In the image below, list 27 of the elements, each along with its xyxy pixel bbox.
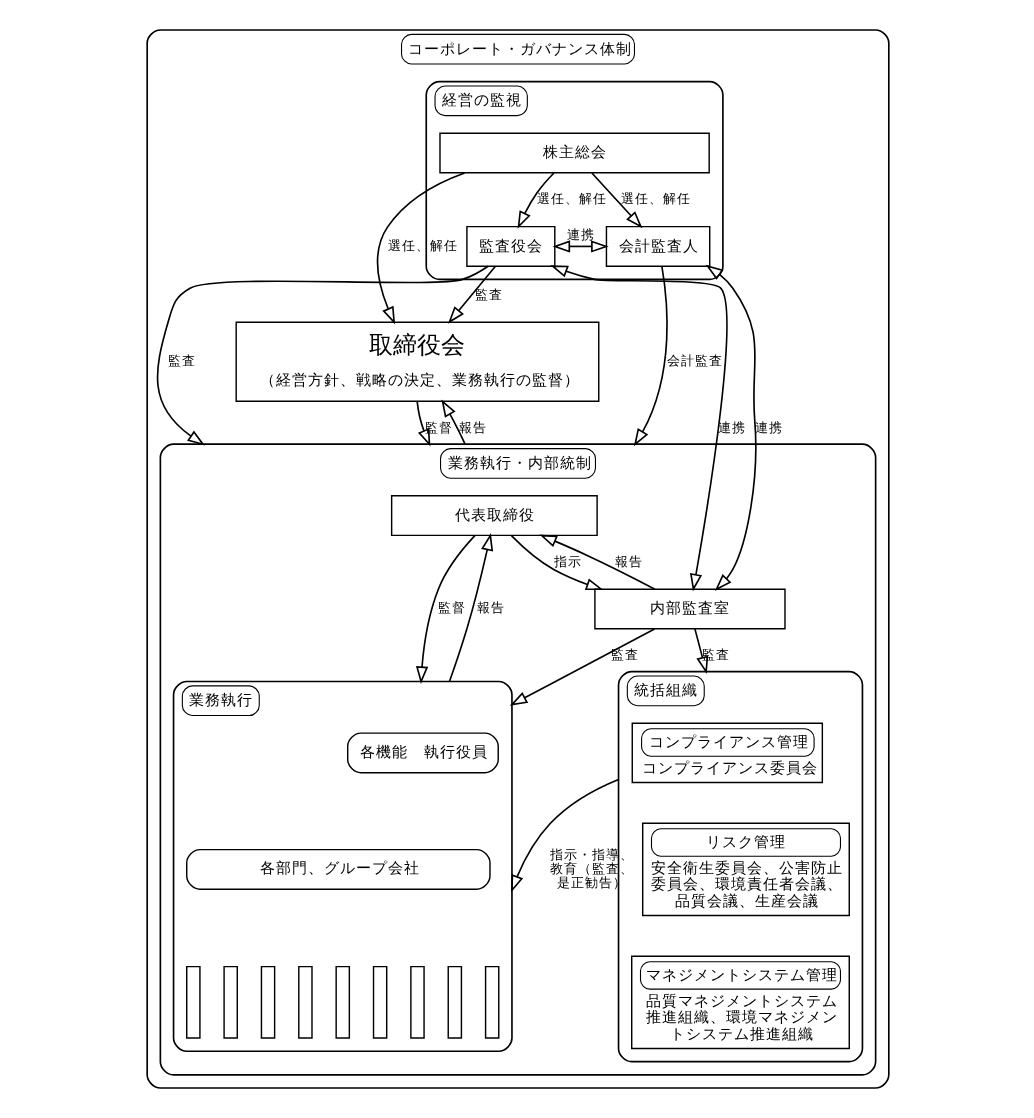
arrow [509,534,603,591]
node-bar [259,965,275,1039]
arrow [375,172,465,325]
arrow [590,172,642,229]
arrow [155,265,488,446]
node-bar [185,965,200,1039]
arrow [508,628,655,706]
arrow [510,778,619,893]
arrow [632,265,667,447]
arrow [446,265,496,324]
arrow [414,534,475,684]
node-bar [409,965,424,1039]
arrow [693,628,708,675]
node-bar [222,965,237,1039]
node-bar [483,965,499,1039]
node-bar [334,965,350,1039]
arrow [704,264,756,591]
node-bar [297,965,312,1039]
arrow [440,399,465,445]
arrow [516,172,554,229]
arrow [551,240,608,253]
arrow [538,534,655,590]
arrow [549,265,727,592]
arrow [447,533,493,683]
node-bar [446,965,462,1039]
arrow [415,400,430,447]
node-bar [371,965,387,1039]
